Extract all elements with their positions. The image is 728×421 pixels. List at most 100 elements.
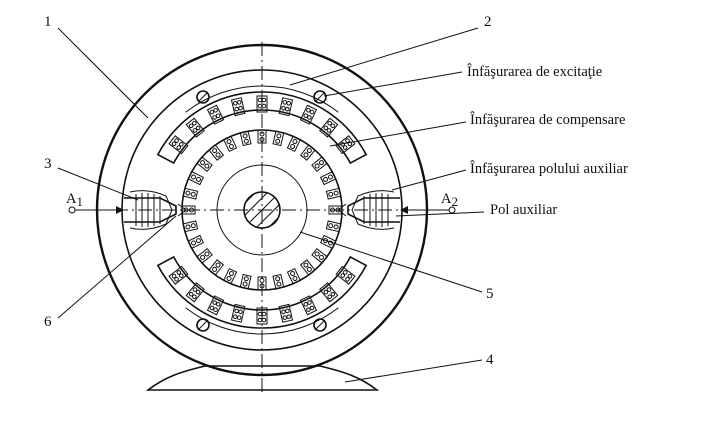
compensation-slot <box>256 95 268 113</box>
armature-conductor <box>290 271 296 277</box>
armature-conductor <box>275 276 281 282</box>
armature-conductor <box>212 266 218 272</box>
armature-conductor <box>212 148 218 154</box>
armature-conductor <box>314 251 320 257</box>
compensation-conductor <box>192 287 198 292</box>
compensation-slot <box>168 265 189 285</box>
compensation-conductor <box>261 97 267 103</box>
label-part-3: 3 <box>44 156 52 172</box>
compensation-conductor <box>234 308 239 314</box>
compensation-conductor <box>261 103 267 109</box>
compensation-conductor <box>286 100 291 106</box>
terminal-a1 <box>68 206 124 214</box>
compensation-conductor <box>309 109 315 115</box>
pole-bolts <box>196 90 327 332</box>
compensation-conductor <box>213 107 218 113</box>
compensation-conductor <box>281 309 286 315</box>
compensation-conductor <box>330 123 336 129</box>
compensation-conductor <box>233 100 238 106</box>
compensation-conductor <box>174 138 179 144</box>
pole-body-arc <box>185 85 339 113</box>
label-part-4: 4 <box>486 352 494 368</box>
armature-conductor <box>333 224 339 230</box>
armature-conductor <box>333 190 339 196</box>
armature-conductor <box>327 174 333 180</box>
armature-conductor <box>242 281 248 287</box>
label-compensation-winding: Înfăşurarea de compensare <box>470 111 625 128</box>
armature-conductor <box>226 139 232 145</box>
compensation-conductor <box>257 317 263 323</box>
compensation-slot-outline <box>206 104 225 125</box>
armature-conductor <box>306 266 312 272</box>
compensation-slot <box>299 295 318 316</box>
compensation-slot <box>206 104 225 125</box>
armature-conductor <box>328 191 334 197</box>
compensation-slot-outline <box>230 303 246 323</box>
armature-conductor <box>275 138 281 144</box>
label-excitation-winding: Înfăşurarea de excitaţie <box>467 63 602 80</box>
shaft-hatch <box>244 192 280 228</box>
armature-conductor <box>292 275 298 281</box>
compensation-conductor <box>212 300 217 305</box>
leader-lines <box>57 27 485 383</box>
compensation-conductor <box>323 289 329 295</box>
armature-conductor <box>200 254 206 260</box>
compensation-slot <box>278 97 294 117</box>
compensation-conductor <box>282 315 288 320</box>
compensation-conductor <box>176 270 182 275</box>
armature-conductor <box>185 224 191 230</box>
compensation-conductor <box>303 302 309 307</box>
compensation-slot-outline <box>299 295 318 316</box>
armature-conductor <box>276 133 282 139</box>
compensation-slot <box>206 295 225 316</box>
armature-conductor <box>191 240 197 246</box>
compensation-conductor <box>286 314 291 320</box>
armature-conductor <box>204 251 210 257</box>
armature-conductor <box>226 275 232 281</box>
compensation-slot <box>335 265 356 285</box>
compensation-conductor <box>192 120 197 126</box>
armature-conductor <box>191 174 197 180</box>
armature-conductor <box>303 152 309 158</box>
compensation-conductor <box>261 317 267 323</box>
armature-conductor <box>306 148 312 154</box>
label-part-5: 5 <box>486 286 494 302</box>
compensation-conductor <box>236 100 242 105</box>
armature-conductor <box>242 133 248 139</box>
compensation-slots <box>168 95 356 325</box>
compensation-conductor <box>345 276 350 282</box>
armature-conductor <box>190 191 196 197</box>
compensation-conductor <box>188 291 194 297</box>
compensation-slot <box>299 104 318 125</box>
compensation-conductor <box>307 115 312 120</box>
compensation-conductor <box>257 97 263 103</box>
compensation-conductor <box>233 314 238 320</box>
armature-conductor <box>314 163 320 169</box>
armature-conductor <box>243 276 249 282</box>
armature-conductor <box>303 262 309 268</box>
armature-conductor <box>292 139 298 145</box>
compensation-conductor <box>236 315 242 320</box>
label-part-2: 2 <box>484 14 492 30</box>
compensation-conductor <box>215 113 221 118</box>
label-part-1: 1 <box>44 14 52 30</box>
compensation-conductor <box>281 105 286 111</box>
machine-base <box>145 365 380 391</box>
compensation-slot <box>185 117 205 138</box>
compensation-conductor <box>195 125 201 131</box>
compensation-conductor <box>326 128 332 133</box>
compensation-conductor <box>209 305 215 311</box>
armature-conductor <box>276 281 282 287</box>
compensation-conductor <box>261 311 267 317</box>
armature-conductor <box>243 138 249 144</box>
armature-conductor <box>185 190 191 196</box>
compensation-slot <box>230 97 246 117</box>
compensation-slot-outline <box>168 135 189 155</box>
compensation-slot <box>185 282 205 303</box>
armature-conductor <box>318 160 324 166</box>
armature-conductor <box>259 278 265 283</box>
compensation-conductor <box>327 294 332 300</box>
compensation-slot <box>319 117 339 138</box>
armature-conductor <box>215 262 221 268</box>
compensation-conductor <box>234 106 239 112</box>
